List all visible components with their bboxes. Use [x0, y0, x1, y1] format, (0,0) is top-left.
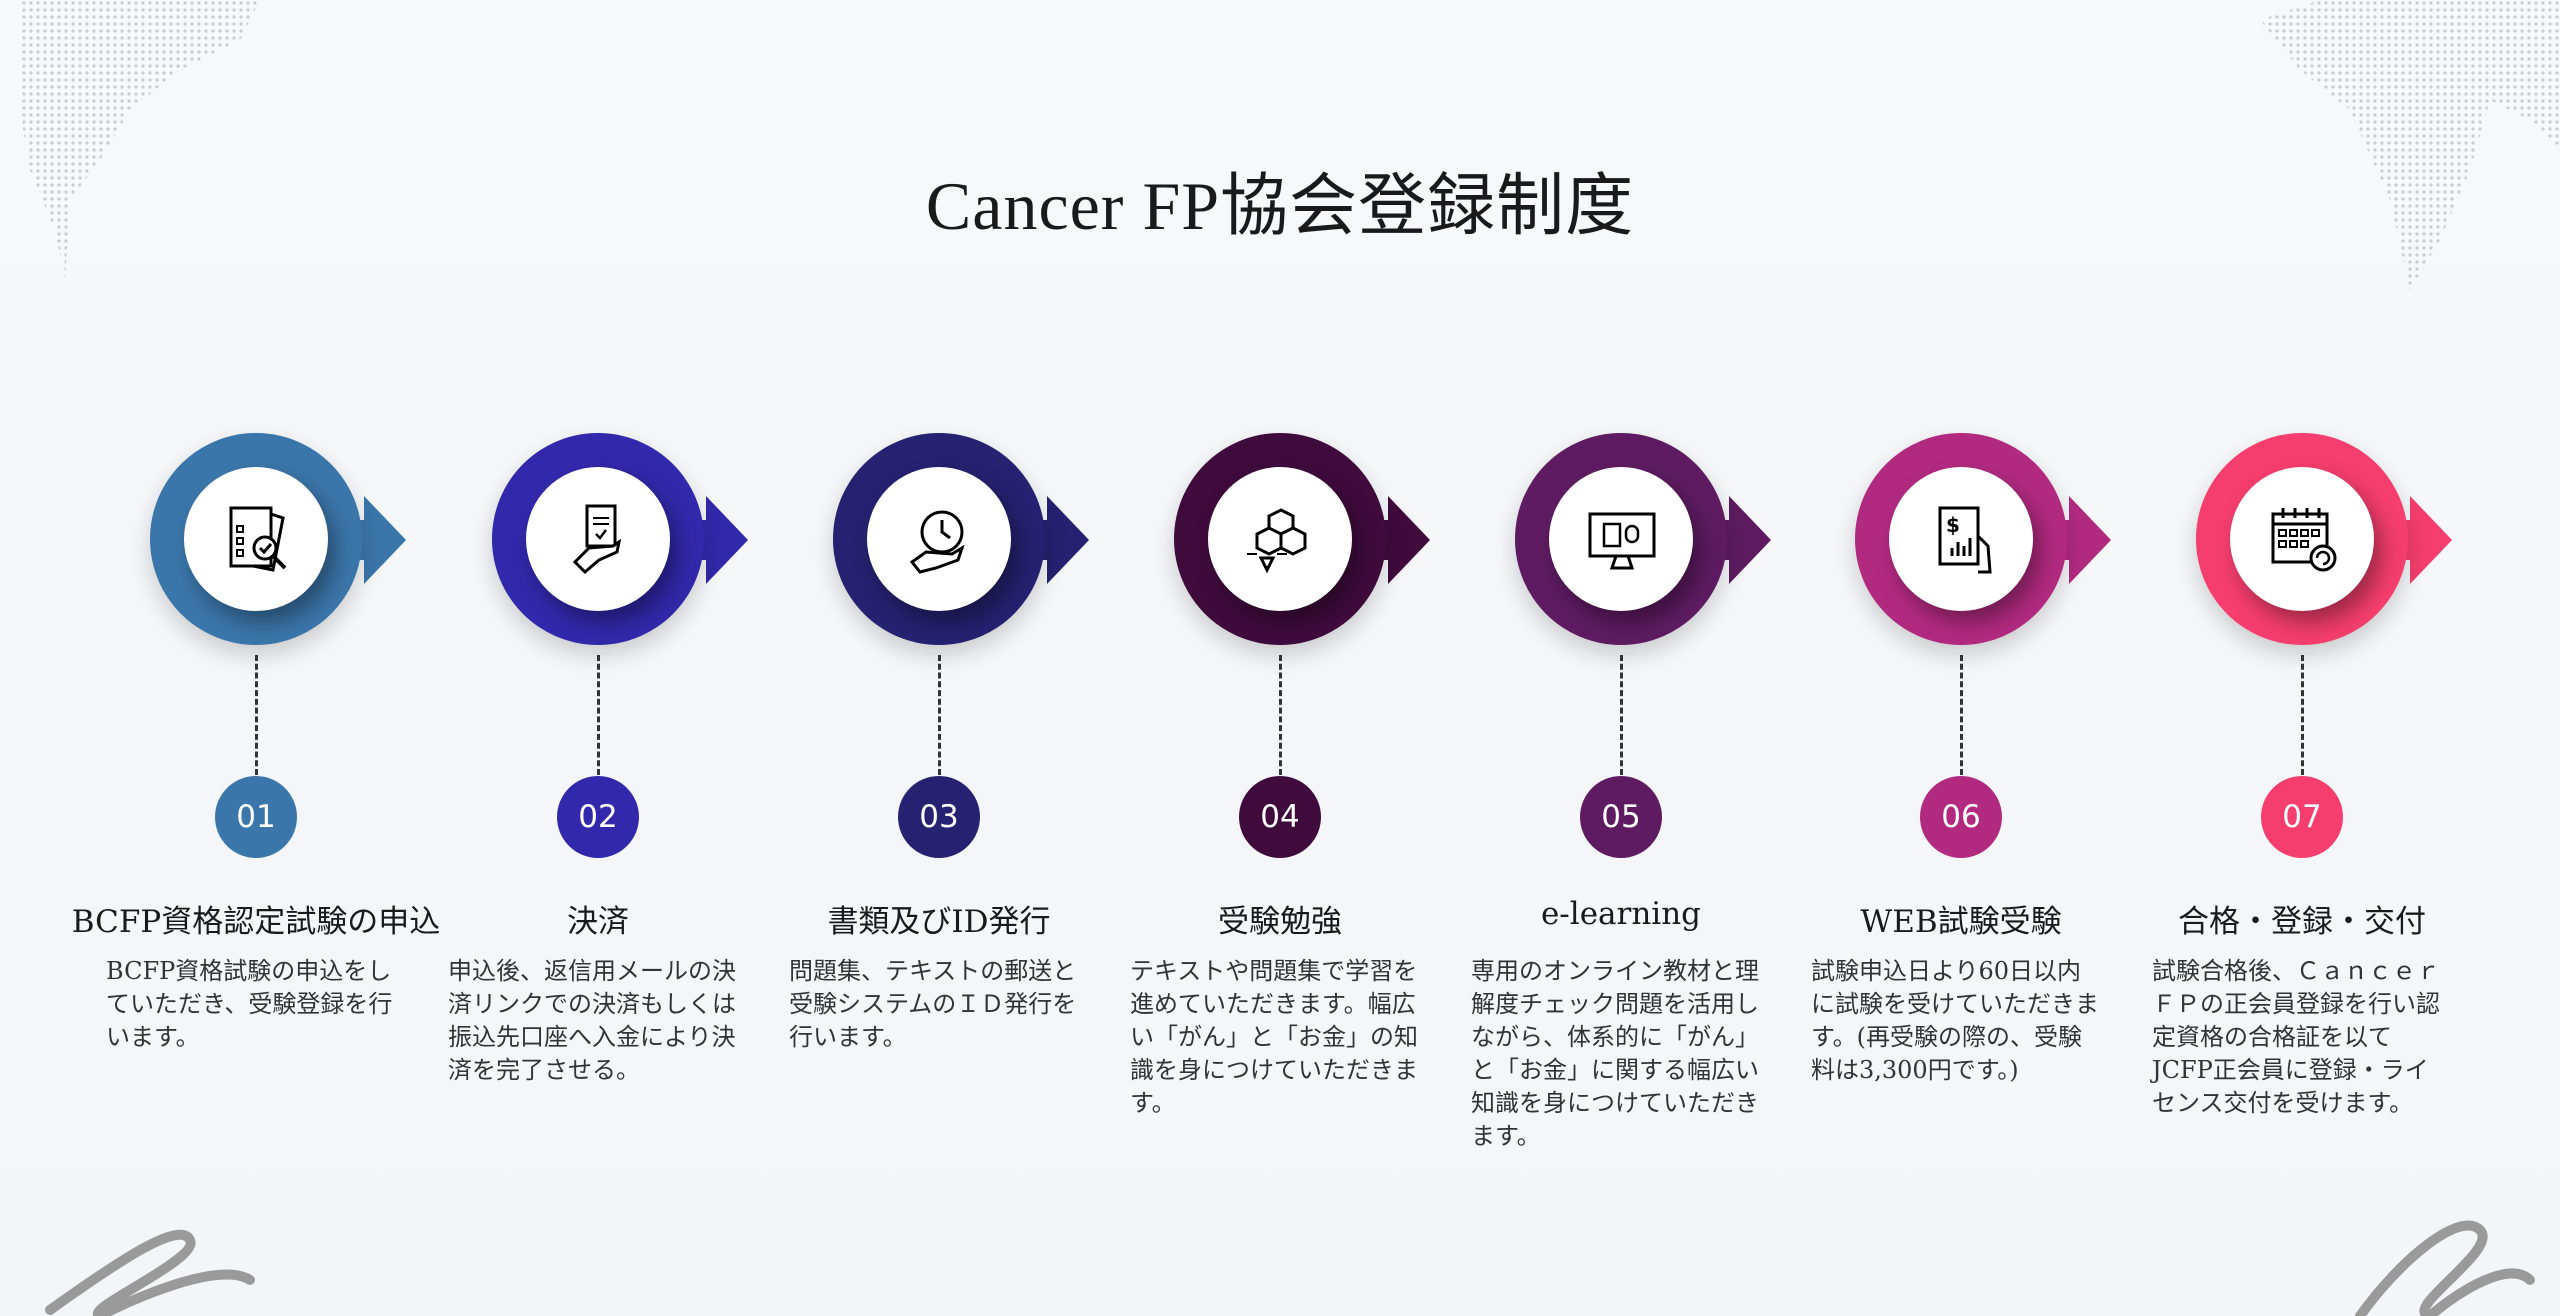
step-description: 申込後、返信用メールの決済リンクでの決済もしくは振込先口座へ入金により決済を完了…	[448, 957, 736, 1084]
dashed-connector	[1960, 655, 1963, 775]
step-description: 試験合格後、Ｃａｎｃｅｒ ＦＰの正会員登録を行い認定資格の合格証を以てJCFP正…	[2152, 957, 2440, 1117]
hand-clock-icon	[909, 510, 965, 574]
step-icon-circle	[526, 467, 670, 611]
step-03: 03 書類及びID発行 問題集、テキストの郵送と受験システムのＩＤ発行を行います…	[769, 0, 1109, 1316]
step-number-badge: 05	[1580, 776, 1662, 858]
step-title: BCFP資格認定試験の申込	[71, 904, 441, 940]
calendar-icon	[2271, 508, 2337, 572]
step-title: e-learning	[1540, 896, 1702, 932]
step-title: 書類及びID発行	[827, 904, 1051, 940]
step-icon-circle	[1208, 467, 1352, 611]
dashed-connector	[255, 655, 258, 775]
step-icon-circle	[2230, 467, 2374, 611]
page-title: Cancer FP協会登録制度	[925, 168, 1635, 244]
step-icon-circle	[1549, 467, 1693, 611]
dashed-connector	[2301, 655, 2304, 775]
step-05: 05 e-learning 専用のオンライン教材と理解度チェック問題を活用しなが…	[1451, 0, 1791, 1316]
step-07: 07 合格・登録・交付 試験合格後、Ｃａｎｃｅｒ ＦＰの正会員登録を行い認定資格…	[2132, 0, 2472, 1316]
invoice-chart-icon: $	[1938, 506, 1992, 574]
squiggle-decoration-right	[2355, 1220, 2535, 1316]
document-check-icon	[229, 506, 287, 572]
step-description: 専用のオンライン教材と理解度チェック問題を活用しながら、体系的に「がん」と「お金…	[1471, 957, 1759, 1150]
step-description: 試験申込日より60日以内に試験を受けていただきます。(再受験の際の、受験料は3,…	[1811, 957, 2099, 1084]
squiggle-decoration-left	[45, 1229, 255, 1316]
step-number-badge: 04	[1239, 776, 1321, 858]
step-number-badge: 03	[898, 776, 980, 858]
step-number-badge: 02	[557, 776, 639, 858]
dashed-connector	[938, 655, 941, 775]
dashed-connector	[597, 655, 600, 775]
monitor-icon	[1588, 512, 1656, 570]
hand-document-icon	[572, 504, 622, 575]
step-number-badge: 07	[2261, 776, 2343, 858]
step-title: WEB試験受験	[1860, 904, 2062, 940]
step-description: テキストや問題集で学習を進めていただきます。幅広い「がん」と「お金」の知識を身に…	[1130, 957, 1418, 1117]
dashed-connector	[1279, 655, 1282, 775]
world-map-decoration-right	[2260, 0, 2560, 290]
step-04: 04 受験勉強 テキストや問題集で学習を進めていただきます。幅広い「がん」と「お…	[1110, 0, 1450, 1316]
step-title: 合格・登録・交付	[2178, 904, 2426, 940]
step-description: BCFP資格試験の申込をしていただき、受験登録を行います。	[106, 957, 393, 1051]
svg-text:$: $	[1946, 513, 1960, 537]
step-title: 決済	[567, 904, 629, 940]
step-description: 問題集、テキストの郵送と受験システムのＩＤ発行を行います。	[789, 957, 1077, 1051]
step-01: 01 BCFP資格認定試験の申込 BCFP資格試験の申込をしていただき、受験登録…	[72, 0, 440, 1316]
cubes-pen-icon	[1247, 508, 1307, 574]
step-title: 受験勉強	[1218, 904, 1342, 940]
dashed-connector	[1620, 655, 1623, 775]
step-number-badge: 06	[1920, 776, 2002, 858]
step-02: 02 決済 申込後、返信用メールの決済リンクでの決済もしくは振込先口座へ入金によ…	[428, 0, 768, 1316]
step-06: $ 06 WEB試験受験 試験申込日より60日以内に試験を受けていただきます。(…	[1791, 0, 2131, 1316]
world-map-decoration-left	[20, 0, 260, 280]
step-icon-circle	[184, 467, 328, 611]
step-icon-circle	[867, 467, 1011, 611]
step-icon-circle: $	[1889, 467, 2033, 611]
step-number-badge: 01	[215, 776, 297, 858]
